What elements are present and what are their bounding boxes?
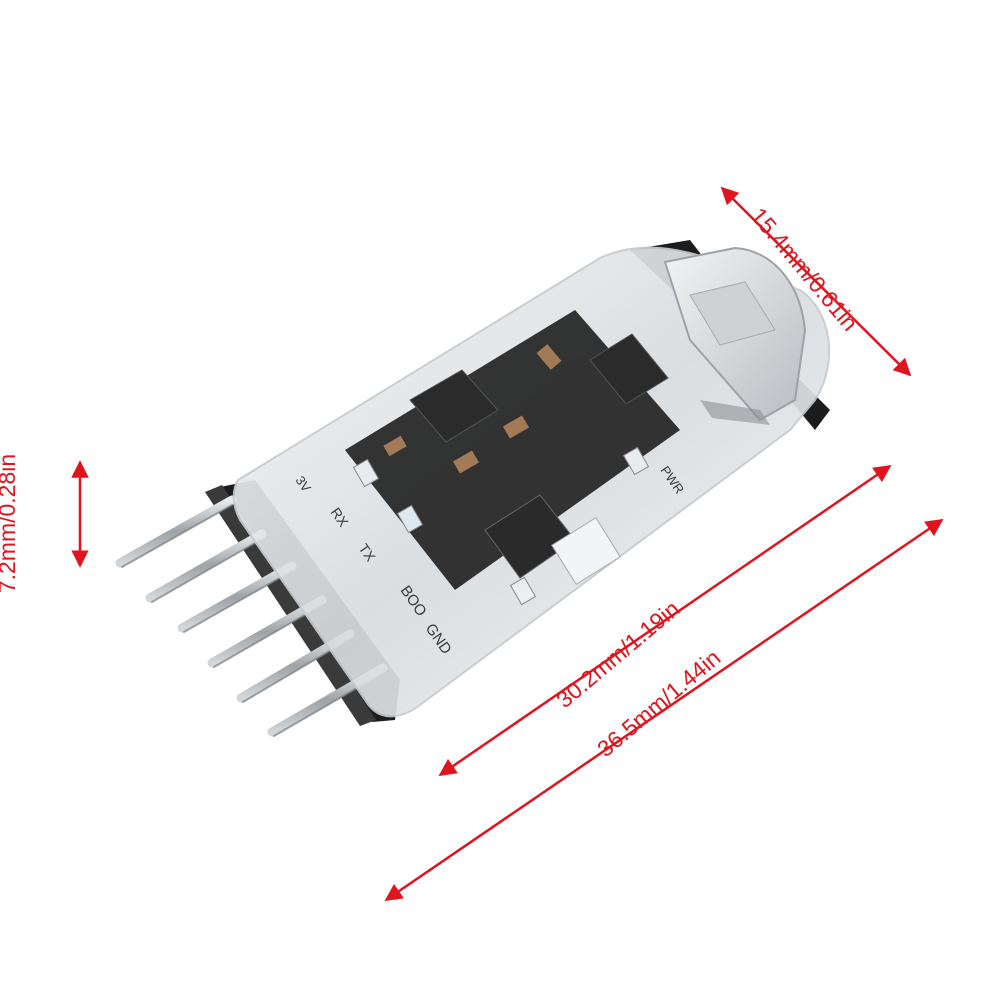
capacitor bbox=[452, 450, 480, 474]
height-dimension-label: 7.2mm/0.28in bbox=[0, 453, 21, 594]
header-pin bbox=[115, 495, 237, 568]
pcb-board bbox=[345, 310, 680, 590]
capacitor bbox=[536, 344, 562, 370]
led bbox=[396, 504, 424, 534]
capacitor bbox=[383, 435, 407, 457]
led bbox=[352, 458, 380, 488]
ic-chip bbox=[589, 333, 669, 405]
header-pin bbox=[177, 561, 297, 633]
width-dimension-arrow bbox=[720, 186, 912, 377]
ic-chip bbox=[409, 369, 499, 443]
button-pad bbox=[551, 517, 621, 585]
total-length-dimension-arrow bbox=[384, 518, 944, 902]
header-pin bbox=[145, 529, 267, 603]
capacitor bbox=[502, 415, 530, 439]
usb-adapter-module: PWR 3V RX TX BOO GND bbox=[115, 240, 831, 737]
led bbox=[622, 446, 650, 476]
led bbox=[509, 576, 537, 606]
